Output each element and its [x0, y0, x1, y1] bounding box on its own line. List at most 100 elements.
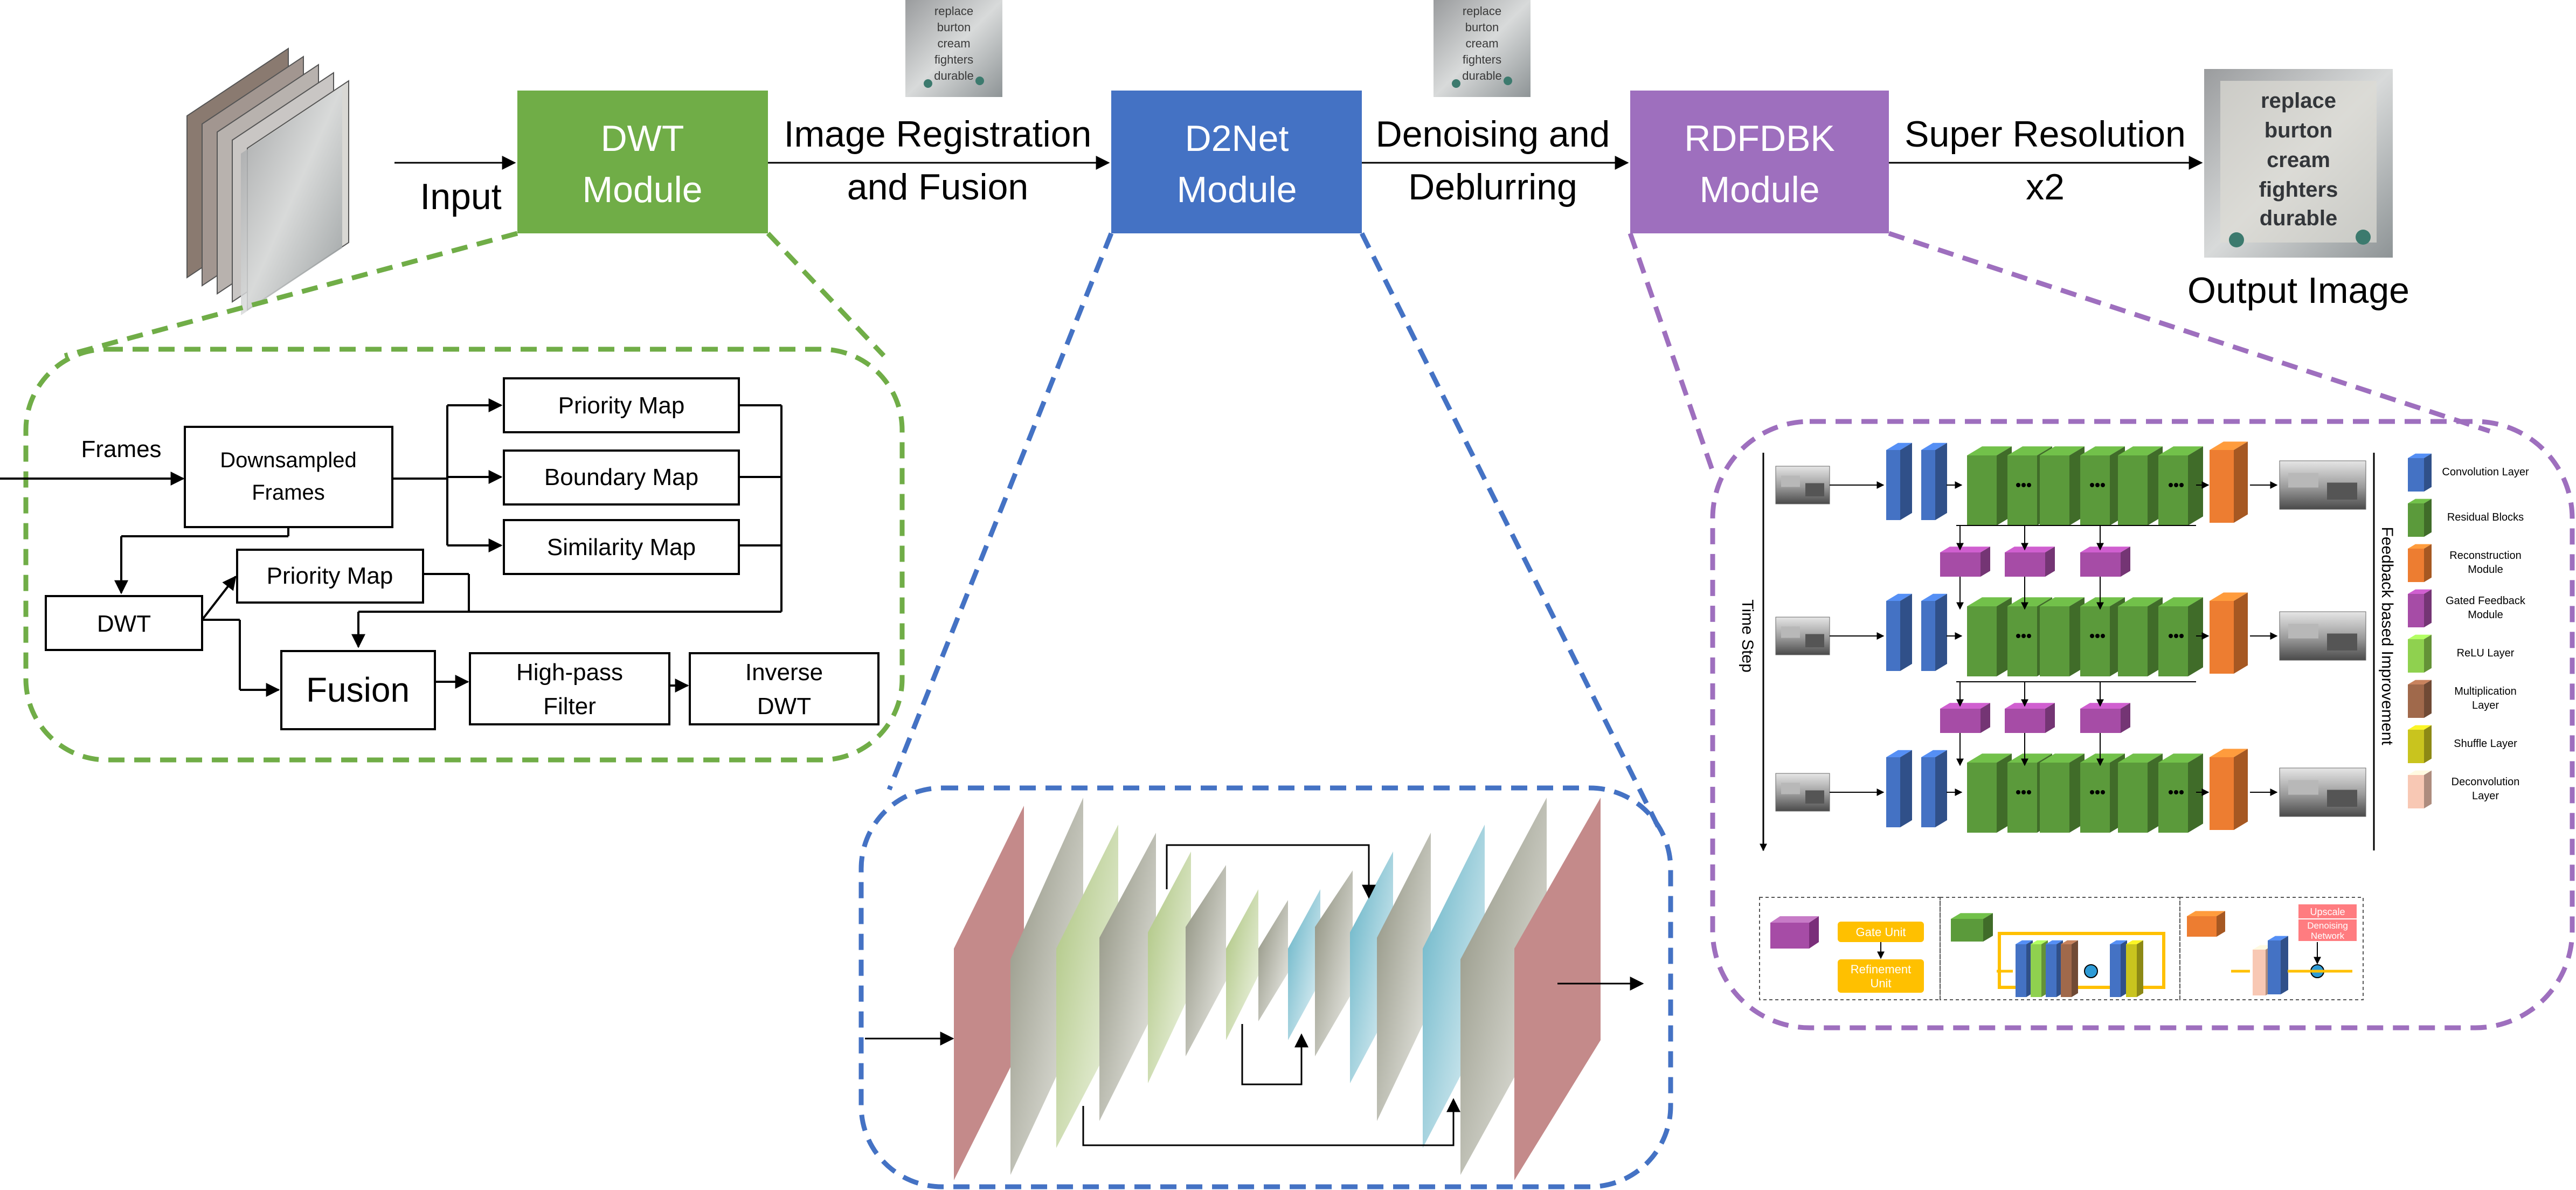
row3-residual-2-front: [2040, 763, 2069, 833]
legend-swatch-3-top: [2408, 544, 2432, 549]
row1-ellipsis-1: [2016, 483, 2020, 487]
row2-conv1: [1886, 593, 1912, 671]
res-panel-layer-6: [2126, 940, 2143, 997]
dwt-flowchart-labels: Frames Downsampled Frames Priority Map B…: [81, 392, 823, 719]
row2-residual-3-top: [2118, 597, 2163, 606]
row2-input-thumb-furniture: [1805, 634, 1824, 647]
row3-conv1-top: [1886, 750, 1912, 757]
res-panel-layer-6-side: [2137, 940, 2143, 997]
legend-label-5-1: ReLU Layer: [2457, 647, 2515, 659]
row1-reconstruction-top: [2210, 441, 2248, 450]
d2net-layers: [865, 798, 1644, 1180]
row3-conv2-front: [1921, 757, 1935, 827]
legend-swatch-8-side: [2424, 770, 2432, 808]
row2-residual-3b-side: [2188, 597, 2203, 676]
res-panel-layer-6-top: [2126, 940, 2143, 944]
row2-reconstruction: [2210, 592, 2248, 674]
row1-residual-3-top: [2118, 446, 2163, 455]
gf-row2-module-3-side: [2121, 703, 2130, 733]
dwt-module-line2: Module: [582, 169, 702, 210]
res-panel-layer-4-top: [2061, 940, 2078, 944]
rec-panel-conv-top: [2268, 936, 2288, 940]
row1-output-thumb: [2279, 460, 2366, 510]
legend-swatch-2: [2408, 499, 2432, 537]
res-panel-layer-5-top: [2110, 940, 2127, 944]
denoising-network-box: [2298, 919, 2357, 941]
row2-residual-3b-front: [2158, 606, 2188, 676]
legend-swatch-4-side: [2424, 589, 2432, 627]
res-panel-layer-3-top: [2046, 940, 2063, 944]
row1-residual-3: [2118, 446, 2163, 525]
row2-reconstruction-top: [2210, 592, 2248, 601]
gf-row2-module-1-top: [1940, 703, 1990, 709]
res-panel-layer-5: [2110, 940, 2127, 997]
res-panel-layer-2-top: [2031, 940, 2048, 944]
row2-ellipsis-2: [2090, 634, 2094, 638]
row2-residual-1b-front: [2007, 606, 2037, 676]
legend-label-8-1: Deconvolution: [2452, 776, 2520, 788]
input-label: Input: [420, 176, 501, 217]
row1-conv2-side: [1935, 442, 1947, 520]
row1-ellipsis-2: [2101, 483, 2105, 487]
thumb1-word-4: fighters: [934, 53, 973, 66]
gf-row2-module-3-front: [2080, 709, 2121, 733]
frames-label: Frames: [81, 436, 161, 462]
row2-residual-1: [1967, 597, 2012, 676]
res-panel-layer-2-front: [2031, 944, 2041, 997]
row1-conv2-front: [1921, 450, 1935, 520]
row1-conv1: [1886, 442, 1912, 520]
row1-conv1-side: [1900, 442, 1912, 520]
row1-reconstruction-side: [2234, 441, 2248, 523]
row3-input-thumb: [1775, 773, 1830, 812]
fusion-label: Fusion: [306, 670, 410, 709]
denoising-network-line1: Denoising: [2307, 921, 2348, 931]
inverse-dwt-line2: DWT: [757, 693, 811, 719]
row2-residual-1-top: [1967, 597, 2012, 606]
rec-panel-conv-front: [2268, 940, 2281, 994]
legend-label-1-1: Convolution Layer: [2442, 466, 2529, 478]
row3-input-thumb-window: [1781, 783, 1800, 794]
res-panel-layer-4-side: [2072, 940, 2078, 997]
row2-residual-2: [2040, 597, 2085, 676]
row1-ellipsis-3: [2169, 483, 2173, 487]
row3-reconstruction: [2210, 749, 2248, 830]
row2-ellipsis-1: [2021, 634, 2026, 638]
legend-swatch-7-side: [2424, 725, 2432, 763]
upscale-label: Upscale: [2310, 907, 2345, 917]
legend-swatch-6: [2408, 680, 2432, 718]
thumb2-word-3: cream: [1465, 37, 1498, 50]
row2-ellipsis-3: [2169, 634, 2173, 638]
row3-residual-1-top: [1967, 753, 2012, 763]
row2-conv2-top: [1921, 593, 1947, 601]
registered-thumbnail: replace burton cream fighters durable: [905, 0, 1002, 97]
row3-reconstruction-top: [2210, 749, 2248, 757]
row1-ellipsis-1: [2021, 483, 2026, 487]
row2-ellipsis-2: [2101, 634, 2105, 638]
row1-reconstruction: [2210, 441, 2248, 523]
res-panel-layer-1-top: [2016, 940, 2033, 944]
d2net-module-line1: D2Net: [1185, 118, 1289, 159]
registration-label-line1: Image Registration: [784, 114, 1092, 155]
row1-ellipsis-3: [2179, 483, 2184, 487]
row1-residual-2-top: [2040, 446, 2085, 455]
legend-label-8-2: Layer: [2472, 790, 2499, 802]
inverse-dwt-line1: Inverse: [745, 659, 823, 686]
legend-swatch-5-top: [2408, 634, 2432, 639]
refinement-line2: Unit: [1870, 977, 1891, 990]
res-panel-layer-5-side: [2121, 940, 2127, 997]
high-pass-line1: High-pass: [516, 659, 623, 686]
row2-ellipsis-1: [2027, 634, 2031, 638]
row3-conv2: [1921, 750, 1947, 827]
time-step-label: Time Step: [1739, 599, 1756, 673]
row1-conv2-top: [1921, 442, 1947, 450]
dwt-module-line1: DWT: [601, 118, 684, 159]
gate-unit-label: Gate Unit: [1856, 925, 1906, 939]
output-image: replace burton cream fighters durable: [2204, 69, 2393, 258]
row3-ellipsis-2: [2101, 790, 2105, 794]
row3-residual-3-top: [2118, 753, 2163, 763]
res-panel-layer-5-front: [2110, 944, 2121, 997]
legend-swatch-3-front: [2408, 549, 2424, 582]
row2-reconstruction-front: [2210, 601, 2234, 674]
downsampled-line2: Frames: [252, 481, 325, 504]
